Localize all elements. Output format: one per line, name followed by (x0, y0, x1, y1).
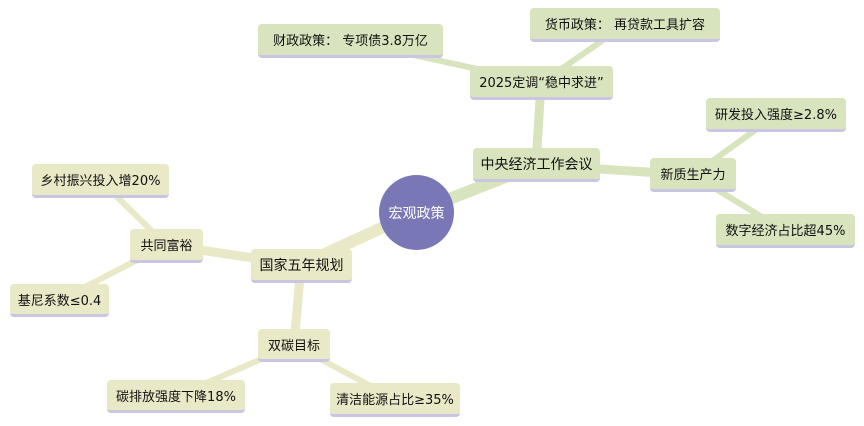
node-dual-carbon[interactable]: 双碳目标 (258, 329, 330, 362)
node-central-conference[interactable]: 中央经济工作会议 (473, 148, 600, 182)
node-new-productivity[interactable]: 新质生产力 (650, 158, 736, 192)
node-monetary-policy[interactable]: 货币政策： 再贷款工具扩容 (530, 8, 720, 42)
node-clean-energy[interactable]: 清洁能源占比≥35% (330, 383, 460, 417)
node-tone[interactable]: 2025定调“稳中求进” (470, 66, 613, 100)
node-five-year-plan[interactable]: 国家五年规划 (251, 249, 352, 283)
root-node[interactable]: 宏观政策 (379, 175, 454, 250)
node-gini[interactable]: 基尼系数≤0.4 (10, 284, 109, 317)
node-rd-intensity[interactable]: 研发投入强度≥2.8% (706, 98, 846, 132)
node-rural-revitalization[interactable]: 乡村振兴投入增20% (32, 164, 169, 198)
node-digital-economy[interactable]: 数字经济占比超45% (716, 214, 855, 248)
node-common-prosperity[interactable]: 共同富裕 (130, 229, 203, 263)
node-emission-intensity[interactable]: 碳排放强度下降18% (107, 380, 245, 413)
node-fiscal-policy[interactable]: 财政政策： 专项债3.8万亿 (258, 24, 443, 58)
